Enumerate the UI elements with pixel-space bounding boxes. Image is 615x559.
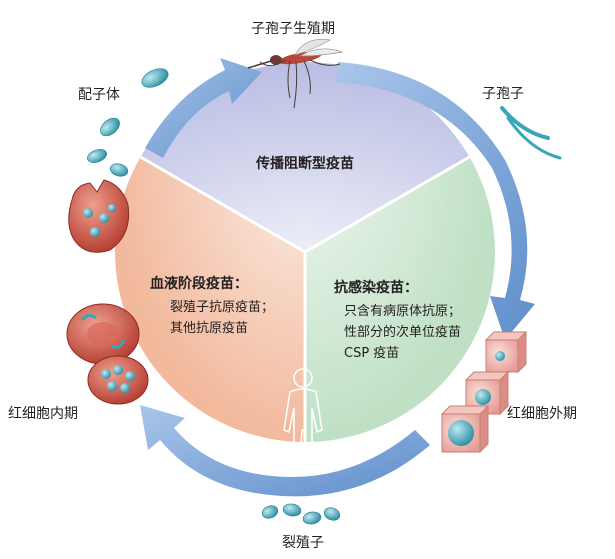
arrow-gametocyte-to-mosquito [145,58,262,158]
sporozoite-icon [500,106,562,160]
sector-anti-infection [305,157,495,442]
label-sporogony: 子孢子生殖期 [251,21,335,37]
gametocyte-icon [87,68,169,177]
ruptured-red-cell [68,179,130,253]
anti-infection-line: 性部分的次单位疫苗 [344,325,462,340]
human-silhouette-icon [283,368,323,461]
cycle-arrows [140,58,535,497]
label-erythrocytic: 红细胞内期 [8,406,78,422]
merozoite-icon [261,503,341,525]
schizont-red-cell [87,355,149,405]
anti-infection-line: 只含有病原体抗原； [344,304,462,319]
blood-stage-title: 血液阶段疫苗： [150,276,248,292]
arrow-liver-to-blood [140,405,430,497]
mosquito-icon [247,39,344,109]
blood-stage-line: 裂殖子抗原疫苗； [170,300,275,315]
sector-blood-stage [115,157,305,442]
blood-stage-line: 其他抗原疫苗 [170,321,249,336]
arrow-mosquito-to-liver [336,62,535,340]
anti-infection-title: 抗感染疫苗： [334,280,418,296]
liver-cells [440,330,528,454]
erythrocyte-cells [66,179,149,405]
vaccine-sectors [115,62,495,442]
sector-transmission-blocking [140,62,470,253]
label-gametocyte: 配子体 [78,87,120,103]
transmission-blocking-title: 传播阻断型疫苗 [256,156,354,172]
liver-cell-1 [484,330,528,374]
anti-infection-line: CSP 疫苗 [344,346,400,361]
liver-cell-3 [440,404,490,454]
label-merozoite: 裂殖子 [282,535,324,551]
ring-stage-red-cell [66,303,140,365]
label-sporozoite: 子孢子 [482,86,524,102]
label-exoerythrocytic: 红细胞外期 [507,406,577,422]
